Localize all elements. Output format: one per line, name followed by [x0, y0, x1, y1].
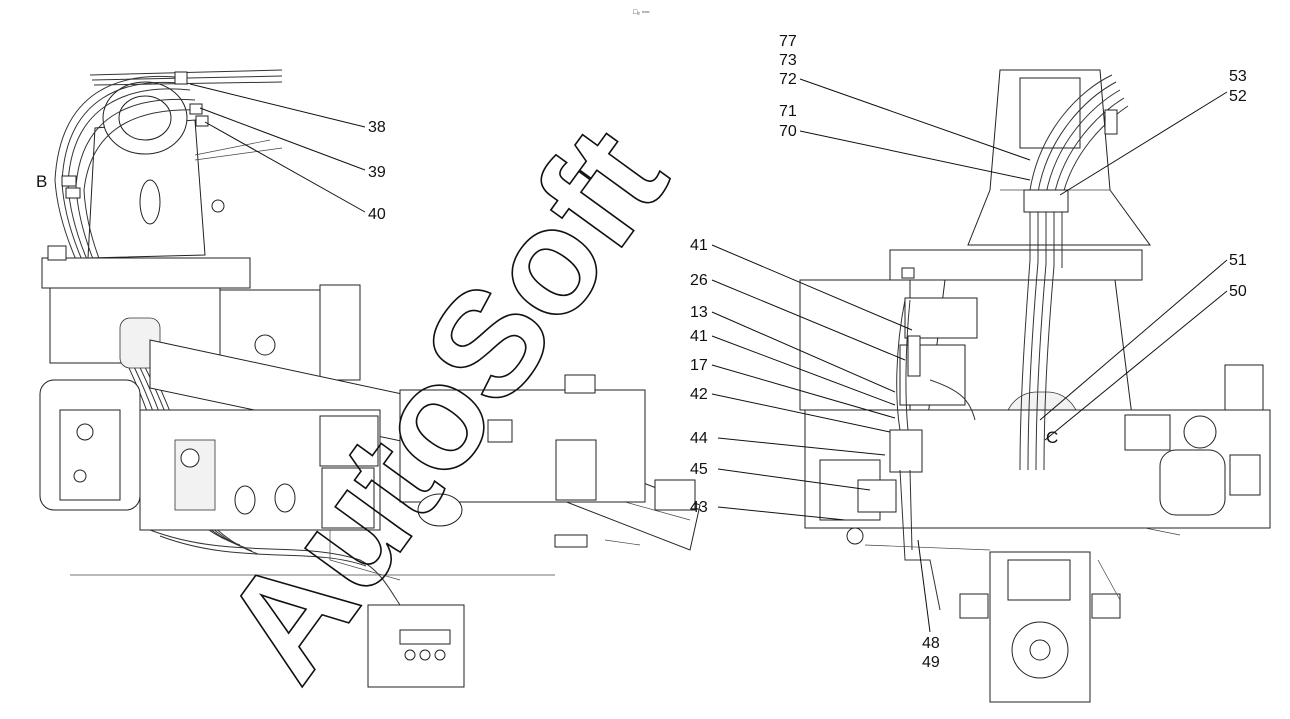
view-letter-c: C	[1046, 428, 1058, 447]
callout-39: 39	[368, 164, 386, 181]
callout-72: 72	[779, 71, 797, 88]
view-letter-b: B	[36, 172, 47, 191]
callout-71: 71	[779, 103, 797, 120]
callout-70: 70	[779, 123, 797, 140]
callout-51: 51	[1229, 252, 1247, 269]
callout-41-a: 41	[690, 237, 708, 254]
callout-50: 50	[1229, 283, 1247, 300]
callout-40: 40	[368, 206, 386, 223]
callout-38: 38	[368, 119, 386, 136]
callout-43: 43	[690, 499, 708, 516]
callout-48: 48	[922, 635, 940, 652]
callout-26: 26	[690, 272, 708, 289]
header-mark: □₂ ▫▫▫	[633, 9, 649, 16]
callout-53: 53	[1229, 68, 1247, 85]
callout-44: 44	[690, 430, 708, 447]
callout-73: 73	[779, 52, 797, 69]
left-callouts: 38 39 40 B	[36, 83, 386, 223]
callout-42: 42	[690, 386, 708, 403]
callout-45: 45	[690, 461, 708, 478]
callout-77: 77	[779, 33, 797, 50]
callout-52: 52	[1229, 88, 1247, 105]
callout-13: 13	[690, 304, 708, 321]
callout-41-b: 41	[690, 328, 708, 345]
right-callouts: 77 73 72 71 70 53 52 41 26 13 41 17 42 4…	[690, 33, 1247, 671]
right-assembly	[799, 69, 1271, 703]
callout-17: 17	[690, 357, 708, 374]
left-assembly	[39, 69, 701, 688]
callout-49: 49	[922, 654, 940, 671]
